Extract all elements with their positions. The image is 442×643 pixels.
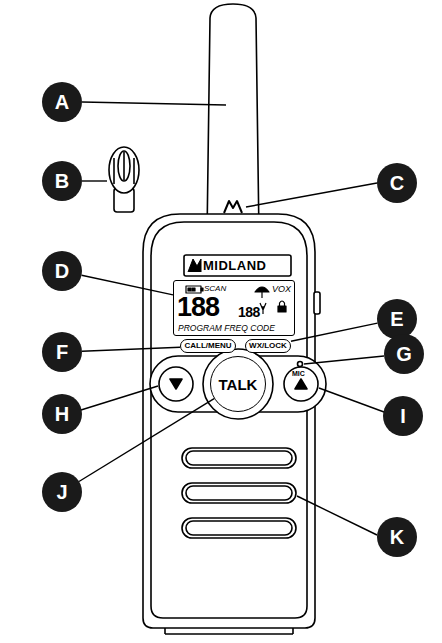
callout-letter: D <box>42 251 82 291</box>
antenna <box>207 4 259 236</box>
callout-letter: K <box>377 517 417 557</box>
callout-letter-text: E <box>390 309 403 329</box>
callout-letter-text: A <box>55 92 69 112</box>
button-text: WX/LOCK <box>249 342 287 350</box>
leader-line <box>291 323 377 341</box>
callout-letter: C <box>377 163 417 203</box>
button-text: CALL/MENU <box>184 342 231 350</box>
radio-housing <box>143 214 315 628</box>
lcd-text: 188 <box>238 305 260 319</box>
callout-letter: B <box>42 161 82 201</box>
brand-logo: MIDLAND <box>203 259 266 272</box>
callout-letter-text: K <box>390 527 404 547</box>
logo-band <box>184 255 291 276</box>
leader-line <box>82 275 173 295</box>
lcd-text: SCAN <box>204 285 226 293</box>
callout-letter: F <box>42 332 82 372</box>
callout-letter: G <box>384 334 424 374</box>
callout-letter: I <box>383 396 423 436</box>
down-arrow <box>170 379 182 389</box>
callout-letter-text: G <box>396 344 412 364</box>
lcd-display: SCAN VOX 188 188PROGRAM FREQ CODE <box>173 280 295 336</box>
callout-letter-text: D <box>55 261 69 281</box>
up-arrow <box>295 379 307 389</box>
callout-letter-text: I <box>400 406 406 426</box>
lcd-text: VOX <box>272 285 291 294</box>
up-button <box>284 367 318 401</box>
push-button: CALL/MENU <box>180 339 236 353</box>
push-button: WX/LOCK <box>245 339 291 353</box>
button-text: TALK <box>219 377 258 392</box>
button-cluster <box>150 356 326 412</box>
foot <box>292 628 294 634</box>
callout-letter-text: B <box>55 171 69 191</box>
logo-mark <box>188 259 201 272</box>
leader-line <box>79 399 214 482</box>
callout-letter-text: F <box>56 342 68 362</box>
lcd-text: 188 <box>177 294 219 321</box>
volume-knob <box>109 147 139 212</box>
callout-letter-text: J <box>56 482 67 502</box>
talk-button: TALK <box>210 356 266 412</box>
mic-hole <box>298 362 303 367</box>
talk-ring <box>203 349 273 419</box>
callout-letter: J <box>42 472 82 512</box>
speaker-grille <box>182 448 296 538</box>
side-clip <box>314 292 320 314</box>
mic-label: MIC <box>292 370 305 377</box>
leader-lines <box>81 102 384 535</box>
housing-inner-edge <box>151 222 307 618</box>
down-button <box>159 367 193 401</box>
callout-letter: E <box>377 299 417 339</box>
callout-letter: H <box>42 394 82 434</box>
callout-letter: A <box>42 82 82 122</box>
foot <box>164 628 166 634</box>
logo-mark <box>224 201 242 213</box>
leader-line <box>82 347 180 351</box>
lcd-text: PROGRAM FREQ CODE <box>178 324 275 333</box>
callout-letter-text: H <box>55 404 69 424</box>
foot <box>165 633 293 635</box>
callout-letter-text: C <box>390 173 404 193</box>
